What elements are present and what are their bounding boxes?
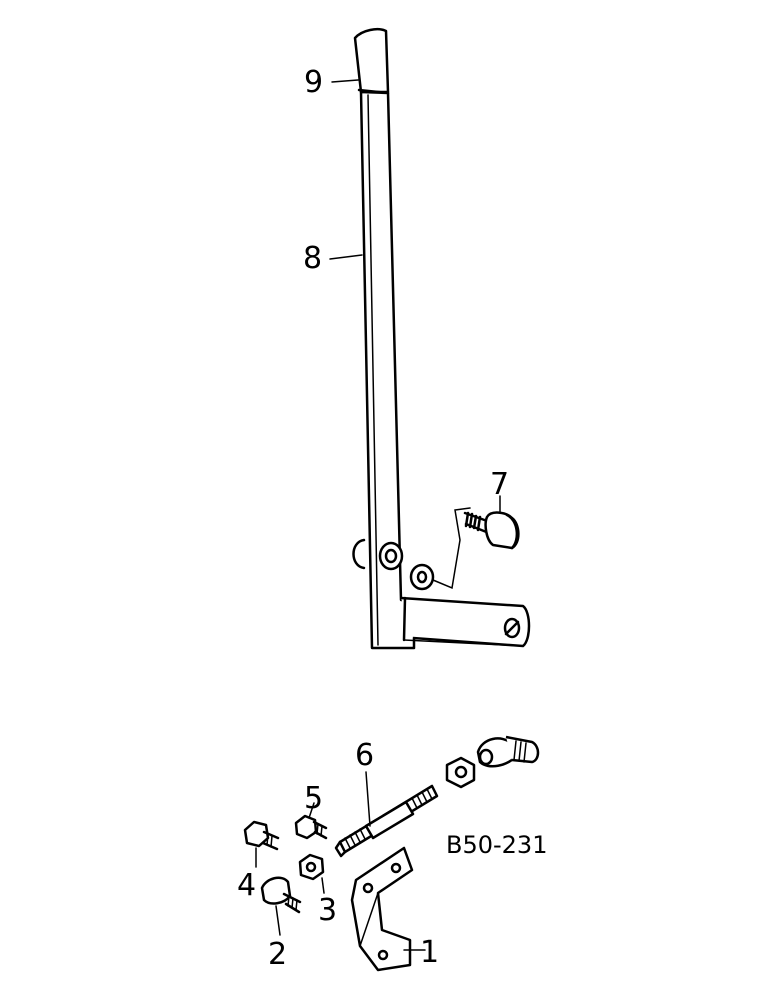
nut-3	[298, 853, 325, 881]
stud-2	[260, 876, 302, 914]
rod-nut	[445, 756, 476, 789]
pivot-bushing	[378, 541, 404, 571]
leader-lines	[255, 79, 501, 951]
callout-4: 4	[237, 868, 256, 903]
cap-screw-4	[243, 820, 280, 851]
callout-3: 3	[318, 893, 337, 928]
drawing-code: B50-231	[446, 831, 547, 859]
lever-grip	[353, 28, 390, 94]
callout-1: 1	[420, 935, 439, 970]
callout-5: 5	[304, 781, 323, 816]
lever-arm	[400, 596, 531, 648]
pivot-bolt-assembly	[409, 507, 520, 591]
callout-7: 7	[490, 467, 509, 502]
bracket-1	[350, 846, 414, 972]
washer	[409, 563, 435, 591]
callout-8: 8	[303, 241, 322, 276]
callout-2: 2	[268, 937, 287, 972]
bracket	[350, 846, 414, 972]
bolt-5	[294, 814, 328, 840]
rod-assembly	[334, 784, 439, 858]
callout-6: 6	[355, 738, 374, 773]
callout-9: 9	[304, 65, 323, 100]
ball-joint	[476, 735, 540, 768]
lever-assembly	[352, 28, 531, 650]
